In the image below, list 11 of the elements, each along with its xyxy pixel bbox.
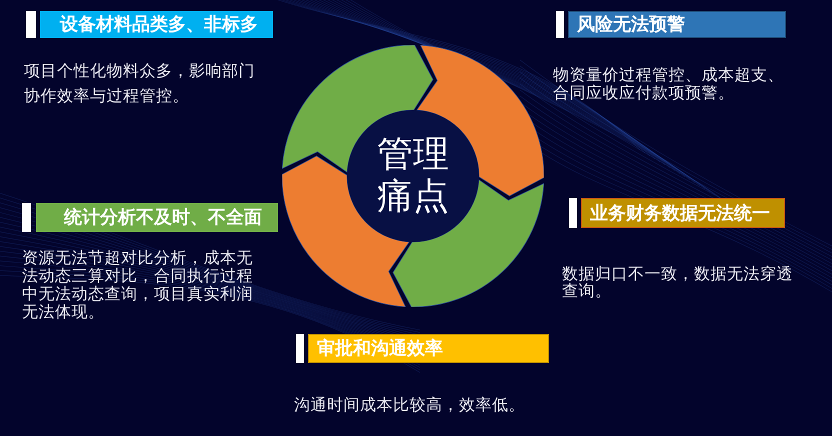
description-text: 项目个性化物料众多，影响部门协作效率与过程管控。 <box>24 60 256 107</box>
description-text: 资源无法节超对比分析，成本无法动态三算对比，合同执行过程中无法动态查询，项目真实利润无法体现。 <box>22 249 254 321</box>
description-text: 数据归口不一致，数据无法穿透查询。 <box>562 265 794 299</box>
description-text: 沟通时间成本比较高，效率低。 <box>294 396 526 414</box>
heading-bar: 设备材料品类多、非标多 <box>40 11 273 38</box>
heading-bar: 业务财务数据无法统一 <box>581 198 785 228</box>
description-text: 物资量价过程管控、成本超支、合同应收应付款项预警。 <box>553 66 785 102</box>
heading-bar: 风险无法预警 <box>568 11 786 38</box>
heading-bar: 审批和沟通效率 <box>308 334 549 363</box>
heading-bar: 统计分析不及时、不全面 <box>36 203 278 232</box>
center-title: 管理痛点 <box>376 134 450 218</box>
